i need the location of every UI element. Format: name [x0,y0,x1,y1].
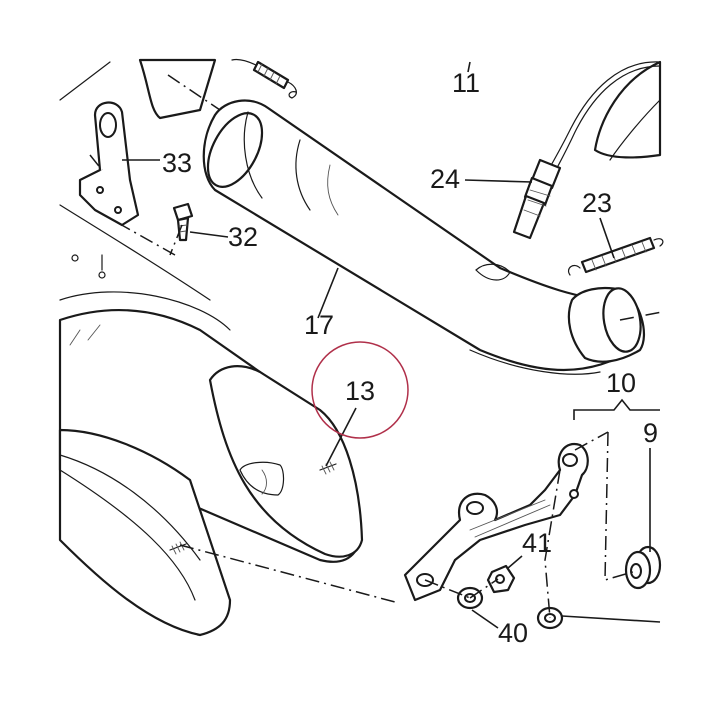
callout-10: 10 [606,368,636,398]
callout-23: 23 [582,188,612,218]
callout-labels: 11 33 32 24 23 17 13 10 9 41 40 [162,68,658,648]
muffler-part-13 [58,308,364,637]
bracket-part-33 [78,101,140,279]
callout-11: 11 [452,68,480,98]
callout-9: 9 [643,418,658,448]
callout-17: 17 [304,310,334,340]
frame-outline [59,58,662,331]
grommet-part-9 [624,545,662,590]
sensor-part-24 [512,158,562,240]
highlight-circle [311,341,409,439]
callout-33: 33 [162,148,192,178]
callout-40: 40 [498,618,528,648]
leader-lines [122,61,661,629]
callout-41: 41 [522,528,552,558]
callout-32: 32 [228,222,258,252]
bolt-part-32 [172,202,194,242]
nut-part-41 [486,564,516,594]
spring-part-23 [568,236,664,276]
exhaust-pipe-part-17 [202,99,645,375]
assembly-lines [89,74,663,619]
callout-13: 13 [345,376,375,406]
spring-upper [231,58,297,99]
callout-24: 24 [430,164,460,194]
